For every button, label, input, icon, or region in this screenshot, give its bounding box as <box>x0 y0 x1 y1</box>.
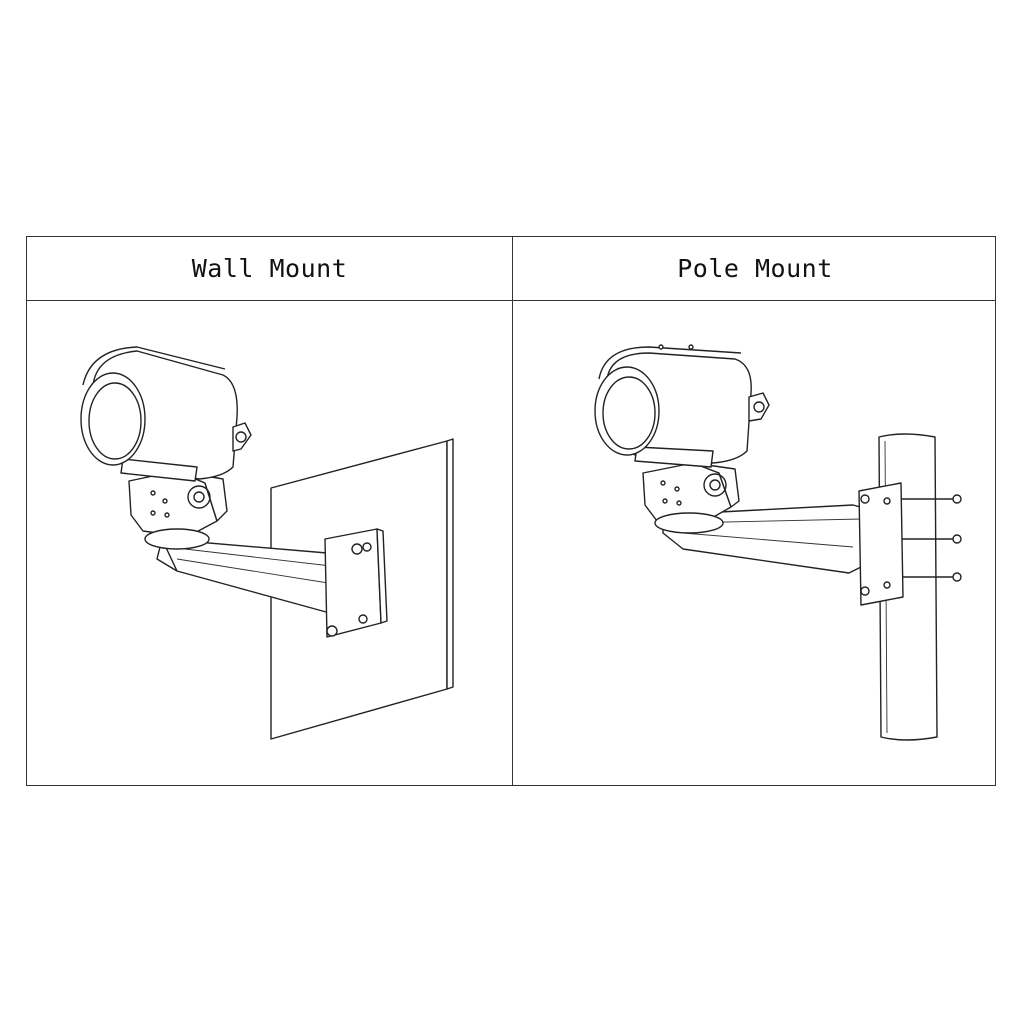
header-divider <box>27 300 995 301</box>
wall-mount-header: Wall Mount <box>191 254 348 283</box>
column-divider <box>512 237 513 785</box>
tilt-joint <box>642 462 740 534</box>
clamp-plate <box>858 482 904 606</box>
pole-mount-header: Pole Mount <box>677 254 833 283</box>
camera-housing <box>80 346 252 482</box>
wall-plate <box>324 528 388 638</box>
mount-options-table: Wall Mount Pole Mount <box>26 236 996 786</box>
tilt-joint <box>128 470 228 550</box>
wall-mount-illustration <box>80 346 454 740</box>
camera-housing <box>594 344 770 468</box>
pole-mount-illustration <box>594 344 962 741</box>
